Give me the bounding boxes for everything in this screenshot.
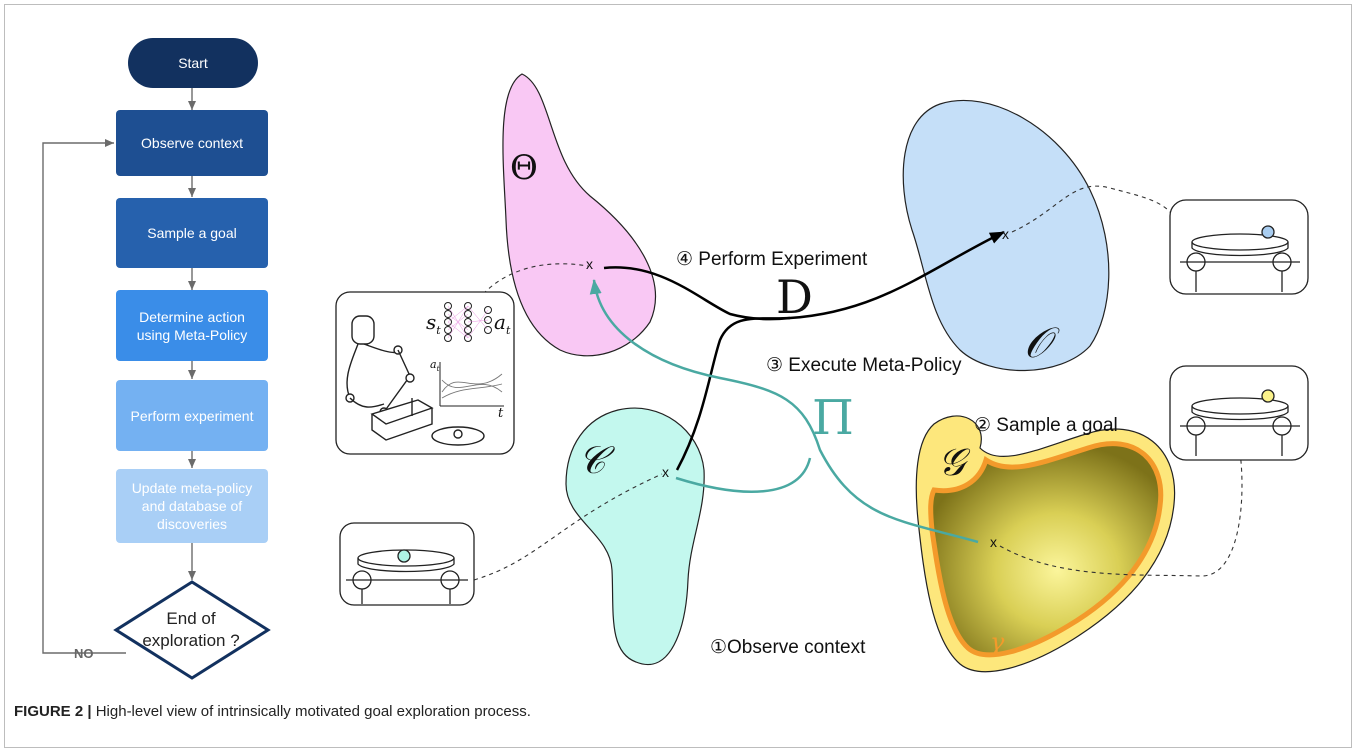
state-symbol: st	[426, 310, 441, 337]
figure-frame	[4, 4, 1352, 748]
flowchart-step-update: Update meta-policy and database of disco…	[116, 469, 268, 543]
theta-region	[502, 73, 657, 357]
arena-yellow-ball-illustration	[1169, 365, 1309, 461]
c-region	[565, 407, 705, 665]
o-region	[902, 99, 1110, 372]
gamma-symbol: γ	[990, 628, 1005, 656]
label-sample-goal: ② Sample a goal	[974, 415, 1118, 436]
theta-symbol: Θ	[510, 148, 538, 188]
flowchart-start: Start	[128, 38, 258, 88]
flowchart-step-sample-goal: Sample a goal	[116, 198, 268, 268]
g-region-inner	[928, 441, 1164, 658]
plot-x-axis-label: t	[498, 406, 504, 421]
dashed-links	[473, 185, 1243, 581]
label-perform-experiment: ④ Perform Experiment	[676, 249, 868, 270]
pi-symbol: Π	[812, 390, 854, 446]
flowchart-step-perform-experiment: Perform experiment	[116, 380, 268, 451]
flowchart-connectors	[42, 88, 196, 654]
action-symbol: at	[494, 310, 511, 337]
o-point-mark: x	[1002, 226, 1009, 242]
figure-caption: FIGURE 2 | High-level view of intrinsica…	[14, 703, 531, 720]
flowchart-step-determine-action: Determine action using Meta-Policy	[116, 290, 268, 361]
flowchart-no-label: NO	[74, 646, 94, 661]
label-execute-meta-policy: ③ Execute Meta-Policy	[766, 355, 962, 376]
label-observe-context: ①Observe context	[710, 637, 866, 658]
g-point-mark: x	[990, 534, 997, 550]
c-symbol: 𝒞	[578, 438, 606, 482]
flowchart-decision-label: End of exploration ?	[142, 609, 240, 650]
d-symbol: D	[776, 270, 813, 324]
g-symbol: 𝒢	[938, 440, 966, 484]
experiment-arrow	[603, 230, 1005, 471]
meta-policy-arrows	[589, 279, 979, 544]
theta-point-mark: x	[586, 256, 593, 272]
flowchart-step-observe-context: Observe context	[116, 110, 268, 176]
robot-network-illustration	[335, 291, 515, 455]
arena-teal-ball-illustration	[339, 522, 475, 606]
c-point-mark: x	[662, 464, 669, 480]
o-symbol: 𝒪	[1024, 318, 1051, 367]
arena-blue-ball-illustration	[1169, 199, 1309, 295]
plot-y-axis-label: at	[430, 358, 440, 374]
decision-diamond	[113, 580, 271, 680]
